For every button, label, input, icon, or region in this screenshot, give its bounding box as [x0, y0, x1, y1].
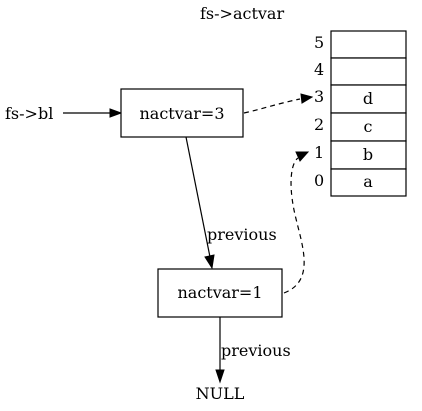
- stack-index-labels: 5 4 3 2 1 0: [314, 33, 324, 190]
- node-current: [120, 88, 244, 138]
- previous-edge-head: [204, 254, 215, 270]
- stack-index: 0: [314, 171, 324, 190]
- stack-index: 3: [314, 87, 324, 106]
- stack-value: c: [364, 117, 373, 136]
- bl-arrow-head: [109, 108, 123, 118]
- null-label: NULL: [196, 384, 245, 403]
- previous-edge-line: [185, 136, 211, 258]
- stack-cell: [330, 30, 407, 59]
- actvar-link-1-head: [295, 151, 310, 162]
- actvar-link-3: [243, 98, 301, 114]
- stack-index: 1: [314, 143, 324, 162]
- stack-value: d: [363, 89, 373, 108]
- stack-value: a: [363, 172, 373, 191]
- actvar-title: fs->actvar: [200, 4, 284, 23]
- stack-value: b: [363, 145, 373, 164]
- stack-cell: [330, 57, 407, 86]
- actvar-stack: d c b a: [330, 30, 407, 197]
- actvar-link-3-head: [300, 93, 314, 104]
- null-edge-head: [215, 369, 225, 384]
- stack-index: 2: [314, 115, 324, 134]
- node-current-label: nactvar=3: [139, 104, 224, 123]
- stack-cell: [330, 168, 407, 197]
- stack-index: 5: [314, 33, 324, 52]
- node-previous-label: nactvar=1: [177, 283, 262, 302]
- actvar-link-1: [283, 157, 305, 294]
- bl-label: fs->bl: [5, 104, 53, 123]
- edge-label-previous: previous: [207, 225, 277, 244]
- edge-label-previous-2: previous: [221, 341, 291, 360]
- stack-cell: [330, 112, 407, 142]
- stack-cell: [330, 84, 407, 114]
- stack-index: 4: [314, 60, 324, 79]
- node-previous: [157, 268, 283, 318]
